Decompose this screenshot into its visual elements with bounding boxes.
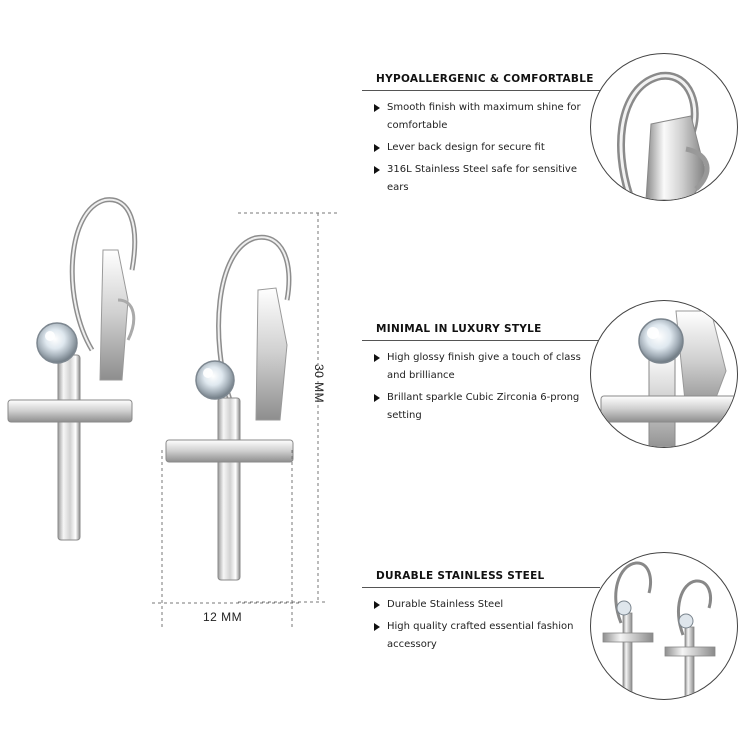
triangle-right-icon: [374, 394, 380, 402]
feature-bullet: High glossy finish give a touch of class…: [374, 349, 597, 385]
feature-bullet: Smooth finish with maximum shine for com…: [374, 99, 597, 135]
triangle-right-icon: [374, 144, 380, 152]
triangle-right-icon: [374, 354, 380, 362]
dimension-guides: [152, 212, 340, 630]
feature-bullet: 316L Stainless Steel safe for sensitive …: [374, 161, 597, 197]
feature-minimal-luxury: MINIMAL IN LUXURY STYLE High glossy fini…: [362, 323, 600, 429]
feature-hypoallergenic: HYPOALLERGENIC & COMFORTABLE Smooth fini…: [362, 73, 600, 201]
left-earring: [7, 197, 138, 541]
feature-durable-steel: DURABLE STAINLESS STEEL Durable Stainles…: [362, 570, 600, 658]
triangle-right-icon: [374, 166, 380, 174]
zoom-earring-pair-image: [590, 552, 738, 700]
feature-bullet: Durable Stainless Steel: [374, 596, 597, 614]
triangle-right-icon: [374, 601, 380, 609]
feature-bullet: Brillant sparkle Cubic Zirconia 6-prong …: [374, 389, 597, 425]
feature-title: DURABLE STAINLESS STEEL: [376, 570, 545, 582]
feature-title: HYPOALLERGENIC & COMFORTABLE: [376, 73, 594, 85]
width-dimension-label: 12 MM: [203, 610, 243, 624]
divider: [362, 587, 600, 588]
feature-bullet: High quality crafted essential fashion a…: [374, 618, 597, 654]
feature-title: MINIMAL IN LUXURY STYLE: [376, 323, 542, 335]
zoom-leverback-image: [590, 53, 738, 201]
zoom-cross-gem-image: [590, 300, 738, 448]
divider: [362, 340, 600, 341]
right-earring: [165, 234, 294, 581]
earring-product-image: [7, 197, 340, 630]
height-dimension-label: 30 MM: [312, 364, 326, 404]
divider: [362, 90, 600, 91]
triangle-right-icon: [374, 623, 380, 631]
triangle-right-icon: [374, 104, 380, 112]
feature-bullet: Lever back design for secure fit: [374, 139, 597, 157]
